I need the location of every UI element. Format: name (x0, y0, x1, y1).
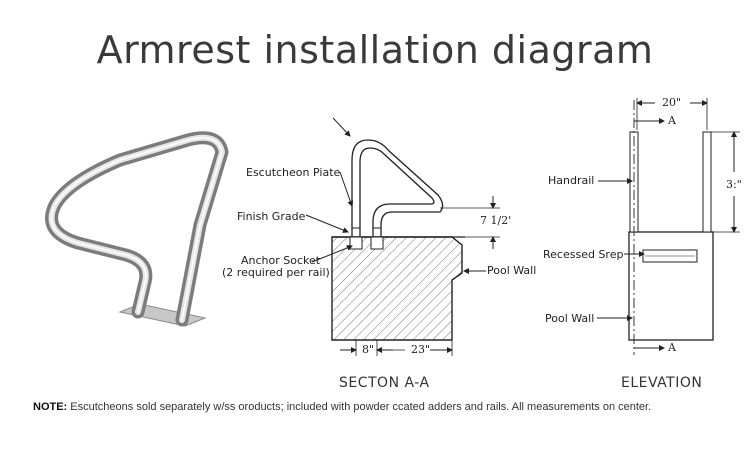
width-dimension-20: 20" (662, 96, 682, 109)
section-mark-bottom: A (668, 341, 676, 354)
pool-wall-label-section: Pool Wall (487, 264, 537, 277)
elevation-caption: ELEVATION (621, 375, 703, 391)
section-caption: SECTON A-A (339, 375, 430, 391)
armrest-illustration (45, 131, 229, 327)
diagram-title: Armrest installation diagram (96, 28, 654, 72)
section-a-a-drawing (305, 117, 500, 356)
recessed-step-label: Recessed Srep (543, 248, 624, 261)
note-text: Escutcheons sold separately w/ss oroduct… (67, 401, 652, 413)
escutcheon-plate-label: Escutcheon Piate (246, 166, 341, 179)
height-dimension-section: 7 1/2' (480, 214, 512, 227)
section-mark-top: A (668, 114, 676, 127)
finish-grade-label: Finish Grade (237, 210, 306, 223)
installation-note: NOTE: Escutcheons sold separately w/ss o… (33, 401, 651, 413)
width-dimension-8: 8" (362, 343, 375, 356)
pool-wall-label-elevation: Pool Wall (545, 312, 595, 325)
elevation-drawing (597, 98, 740, 355)
height-dimension-elevation: 3:" (726, 178, 742, 191)
width-dimension-23: 23" (411, 343, 431, 356)
note-prefix: NOTE: (33, 401, 68, 413)
handrail-label: Handrail (548, 174, 595, 187)
anchor-socket-note: (2 required per rail) (222, 266, 330, 279)
anchor-socket-label: Anchor Socket (241, 254, 321, 267)
